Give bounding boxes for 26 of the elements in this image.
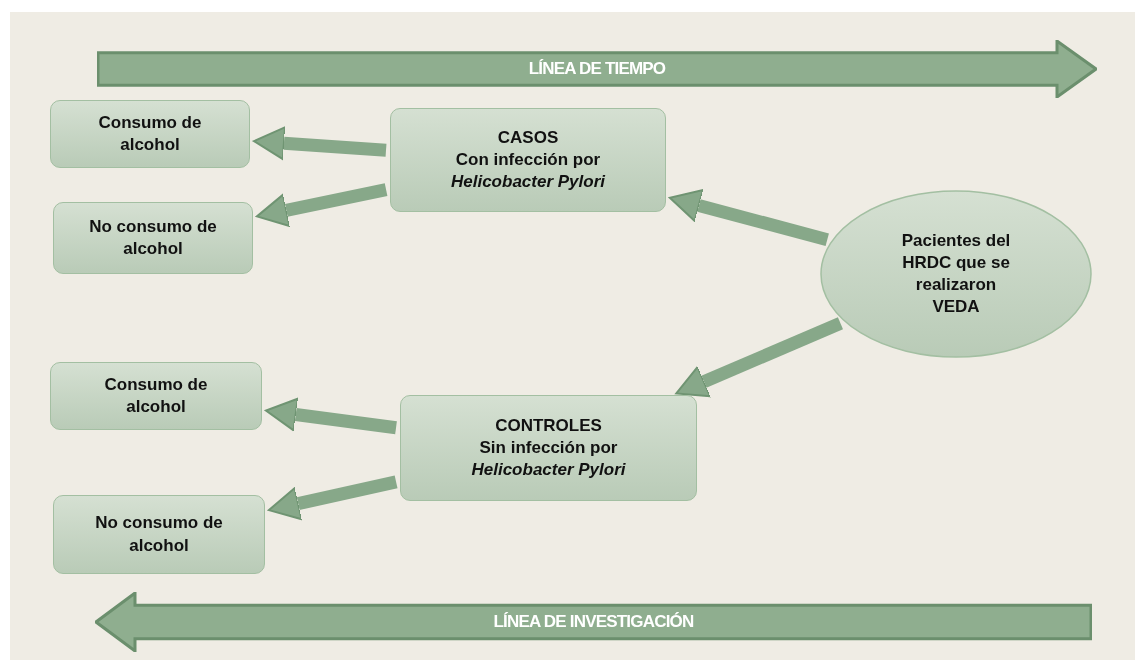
group-box (390, 108, 666, 212)
arrow (675, 317, 843, 398)
arrow (253, 126, 387, 161)
node-text: Con infección por Helicobacter Pylori (451, 148, 605, 194)
node-text: Consumo de alcohol (103, 373, 209, 418)
node-text: No consumo de alcohol (88, 215, 218, 260)
node-text: Consumo de alcohol (97, 111, 203, 156)
arrow (668, 189, 829, 246)
outcome-box (53, 495, 265, 574)
outcome-box (53, 202, 253, 274)
timeline-arrow (97, 40, 1097, 98)
node-text: Sin infección por Helicobacter Pylori (471, 436, 626, 482)
arrow (255, 183, 388, 227)
timeline-arrow (95, 592, 1092, 652)
node-text: Pacientes del HRDC que se realizaron VEDA (900, 229, 1012, 319)
population-ellipse (820, 190, 1092, 358)
outcome-box (50, 100, 250, 168)
group-box (400, 395, 697, 501)
outcome-box (50, 362, 262, 430)
arrow (264, 397, 397, 435)
node-text: No consumo de alcohol (94, 512, 224, 557)
timeline-label: LÍNEA DE TIEMPO (528, 57, 666, 80)
timeline-label: LÍNEA DE INVESTIGACIÓN (493, 610, 694, 633)
arrow (267, 475, 398, 521)
group-title: CASOS (497, 126, 559, 149)
group-title: CONTROLES (495, 414, 602, 437)
